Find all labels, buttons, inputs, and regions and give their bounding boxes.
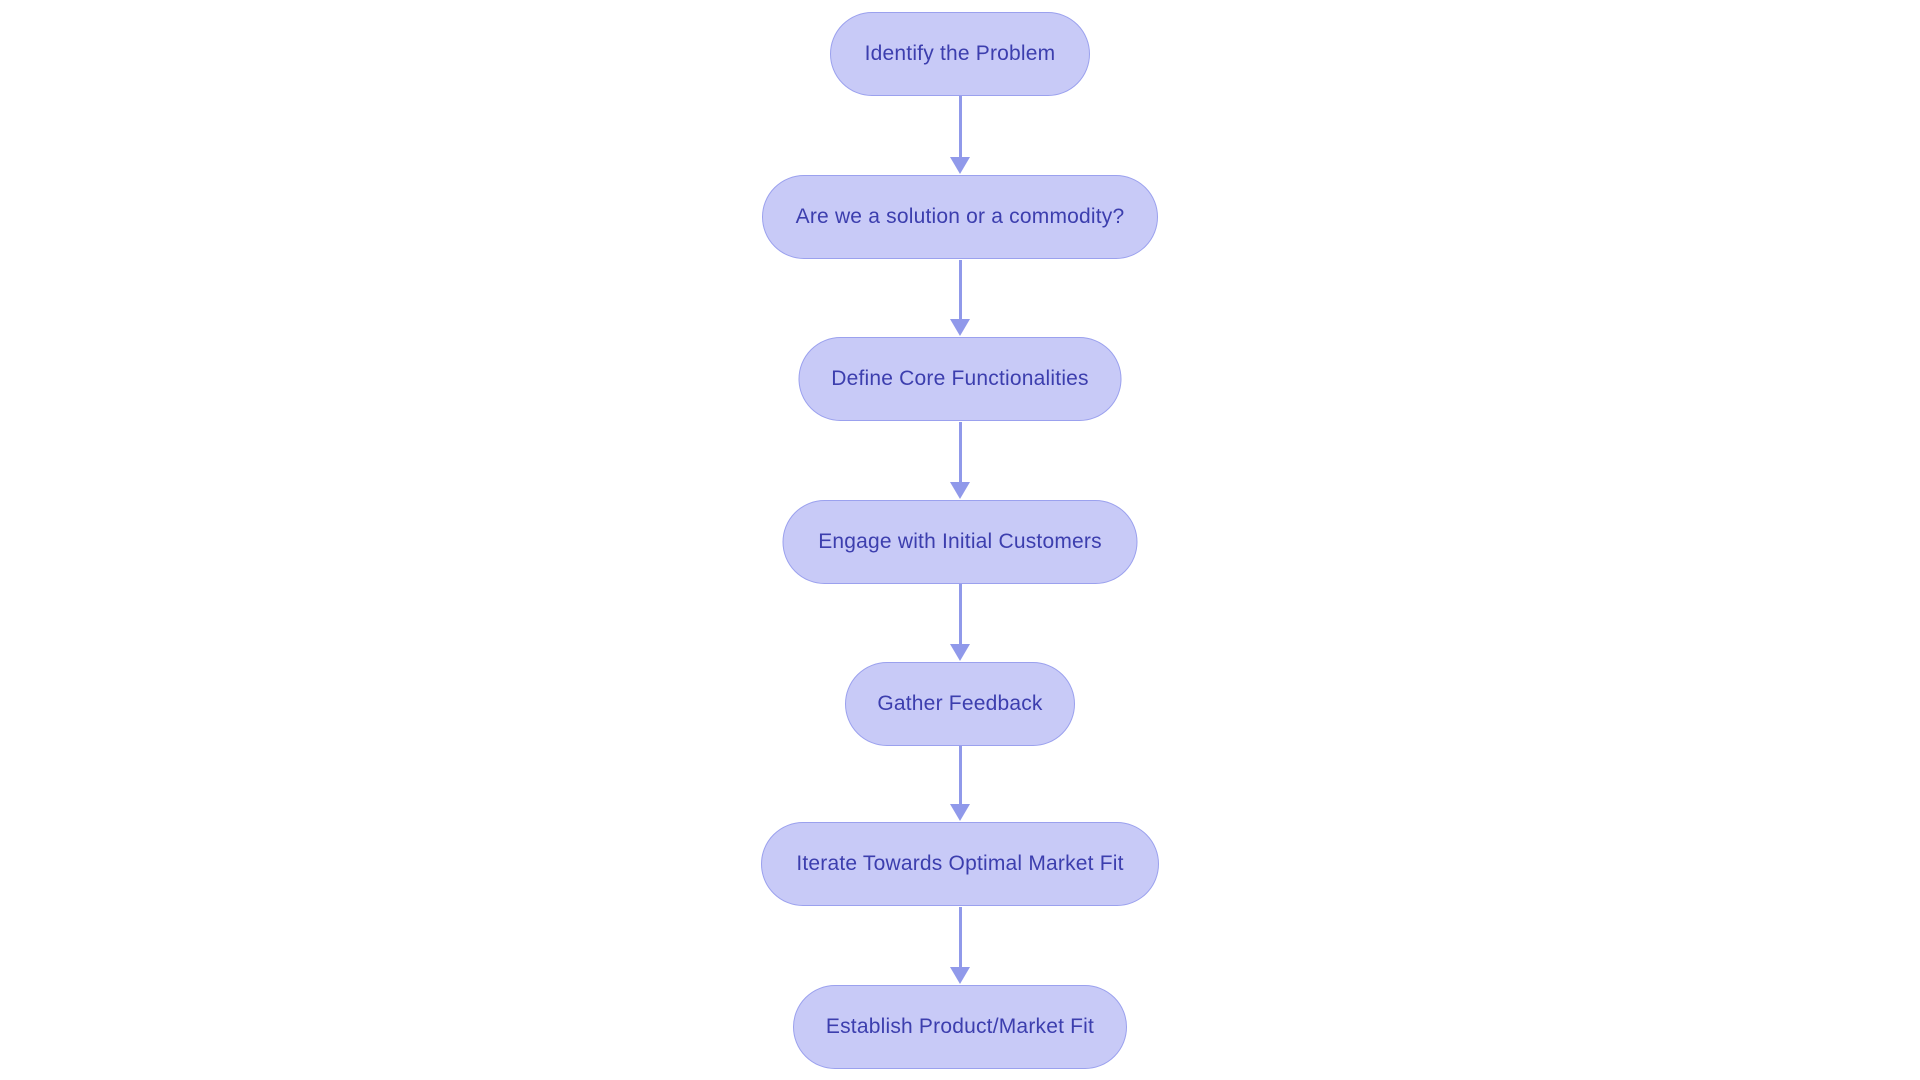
arrow-head-down-icon <box>950 482 970 499</box>
flow-arrow-4 <box>950 584 970 661</box>
flow-node-iterate-market-fit: Iterate Towards Optimal Market Fit <box>761 822 1159 906</box>
arrow-shaft <box>958 96 962 157</box>
flow-node-label: Identify the Problem <box>864 42 1056 65</box>
flow-node-label: Gather Feedback <box>877 692 1043 715</box>
flow-arrow-3 <box>950 422 970 499</box>
flow-node-gather-feedback: Gather Feedback <box>845 662 1075 746</box>
flow-arrow-5 <box>950 746 970 821</box>
flow-node-identify-problem: Identify the Problem <box>830 12 1090 96</box>
flow-node-establish-product-market-fit: Establish Product/Market Fit <box>793 985 1127 1069</box>
arrow-head-down-icon <box>950 644 970 661</box>
arrow-head-down-icon <box>950 967 970 984</box>
flow-node-label: Establish Product/Market Fit <box>825 1015 1095 1038</box>
arrow-shaft <box>958 260 962 319</box>
arrow-head-down-icon <box>950 804 970 821</box>
arrow-shaft <box>958 422 962 482</box>
arrow-head-down-icon <box>950 319 970 336</box>
arrow-shaft <box>958 746 962 804</box>
flow-arrow-2 <box>950 260 970 336</box>
flow-arrow-6 <box>950 907 970 984</box>
arrow-shaft <box>958 907 962 967</box>
flow-node-label: Are we a solution or a commodity? <box>795 205 1125 228</box>
arrow-head-down-icon <box>950 157 970 174</box>
flow-node-label: Iterate Towards Optimal Market Fit <box>796 852 1124 875</box>
flow-node-solution-or-commodity: Are we a solution or a commodity? <box>762 175 1158 259</box>
arrow-shaft <box>958 584 962 644</box>
flow-arrow-1 <box>950 96 970 174</box>
flow-node-label: Engage with Initial Customers <box>818 530 1102 553</box>
flow-node-engage-initial-customers: Engage with Initial Customers <box>782 500 1138 584</box>
flow-node-define-core-functionalities: Define Core Functionalities <box>798 337 1122 421</box>
flow-node-label: Define Core Functionalities <box>831 367 1089 390</box>
